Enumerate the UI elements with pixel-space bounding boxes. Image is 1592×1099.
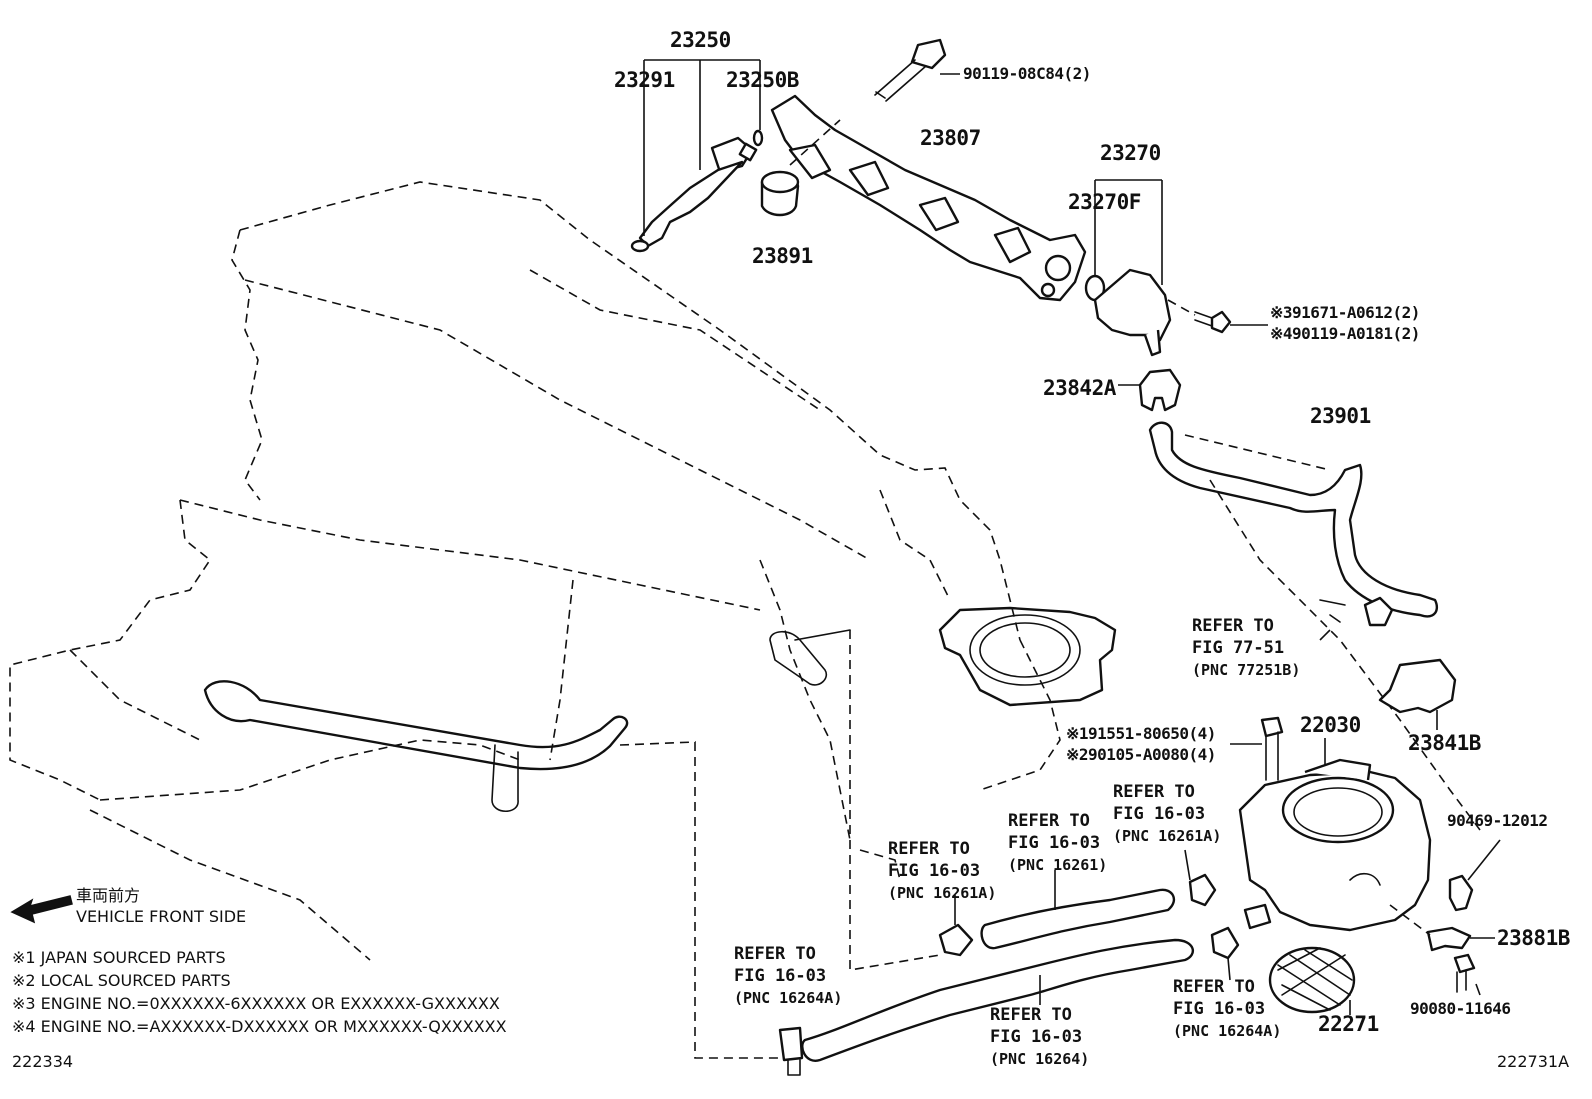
throttle-body: [1238, 738, 1432, 932]
water-hoses: [778, 849, 1240, 1076]
reference-pnc: (PNC 16261A): [1113, 827, 1222, 845]
part-number-22271[interactable]: 22271: [1318, 1012, 1379, 1036]
reference-fig-16-03-c[interactable]: REFER TO FIG 16-03 (PNC 16261A): [1113, 781, 1221, 847]
reference-fig-16-03-b[interactable]: REFER TO FIG 16-03 (PNC 16261): [1008, 810, 1107, 876]
reference-line1: REFER TO: [1192, 616, 1274, 636]
bolt-90080: [1453, 953, 1481, 996]
part-number-90119-A0181[interactable]: ※490119-A0181(2): [1270, 324, 1420, 343]
reference-fig-16-03-d[interactable]: REFER TO FIG 16-03 (PNC 16264A): [734, 943, 842, 1009]
part-number-23291[interactable]: 23291: [614, 68, 675, 92]
fuel-delivery-pipe: [770, 94, 1087, 302]
hose-clip-90469: [1448, 839, 1501, 912]
reference-line1: REFER TO: [734, 944, 816, 964]
part-number-23270[interactable]: 23270: [1100, 141, 1161, 165]
reference-line2: FIG 16-03: [1008, 833, 1101, 853]
reference-pnc: (PNC 16261): [1008, 856, 1108, 874]
engine-outline: [9, 181, 1061, 971]
hose-clip-23842A: [1118, 368, 1182, 412]
reference-line2: FIG 16-03: [990, 1027, 1083, 1047]
reference-line1: REFER TO: [888, 839, 970, 859]
reference-fig-77-51[interactable]: REFER TO FIG 77-51 (PNC 77251B): [1192, 615, 1300, 681]
part-number-23270F[interactable]: 23270F: [1068, 190, 1141, 214]
part-number-23250[interactable]: 23250: [670, 28, 731, 52]
illustration-code-left: 222334: [12, 1052, 74, 1071]
throttle-body-bolt: [1230, 716, 1284, 781]
direction-label-en: VEHICLE FRONT SIDE: [76, 907, 247, 926]
reference-line1: REFER TO: [990, 1005, 1072, 1025]
fuel-injector: [630, 59, 764, 253]
part-number-23842A[interactable]: 23842A: [1043, 376, 1116, 400]
reference-line2: FIG 16-03: [1113, 804, 1206, 824]
reference-line1: REFER TO: [1173, 977, 1255, 997]
arrow-left-icon: [10, 895, 73, 924]
footnotes: ※1 JAPAN SOURCED PARTS ※2 LOCAL SOURCED …: [12, 946, 507, 1038]
reference-line2: FIG 16-03: [734, 966, 827, 986]
bolt-90119-08C84: [874, 38, 960, 102]
insulator: [760, 170, 800, 217]
part-number-23807[interactable]: 23807: [920, 126, 981, 150]
part-number-23250B[interactable]: 23250B: [726, 68, 799, 92]
part-number-23901[interactable]: 23901: [1310, 404, 1371, 428]
footnote-3: ※3 ENGINE NO.=0XXXXXX-6XXXXXX OR EXXXXXX…: [12, 994, 500, 1013]
part-number-90105-A0080[interactable]: ※290105-A0080(4): [1066, 745, 1216, 764]
fuel-hose-23901: [1148, 421, 1481, 831]
bracket-23881B: [1389, 904, 1495, 952]
part-number-23841B[interactable]: 23841B: [1408, 731, 1481, 755]
reference-line2: FIG 16-03: [888, 861, 981, 881]
fuel-pipe-union: [1084, 179, 1172, 357]
part-number-23881B[interactable]: 23881B: [1497, 926, 1570, 950]
reference-pnc: (PNC 16264A): [1173, 1022, 1282, 1040]
reference-pnc: (PNC 77251B): [1192, 661, 1301, 679]
reference-fig-16-03-f[interactable]: REFER TO FIG 16-03 (PNC 16264A): [1173, 976, 1281, 1042]
bracket-23841B: [1378, 658, 1457, 730]
part-number-22030[interactable]: 22030: [1300, 713, 1361, 737]
illustration-code-right: 222731A: [1497, 1052, 1570, 1071]
reference-line2: FIG 77-51: [1192, 638, 1285, 658]
reference-pnc: (PNC 16264): [990, 1050, 1090, 1068]
footnote-4: ※4 ENGINE NO.=AXXXXXX-DXXXXXX OR MXXXXXX…: [12, 1017, 507, 1036]
reference-pnc: (PNC 16264A): [734, 989, 843, 1007]
reference-fig-16-03-e[interactable]: REFER TO FIG 16-03 (PNC 16264): [990, 1004, 1089, 1070]
throttle-body-gasket: [1268, 946, 1356, 1015]
part-number-91671-A0612[interactable]: ※391671-A0612(2): [1270, 303, 1420, 322]
reference-line1: REFER TO: [1113, 782, 1195, 802]
part-number-91551-80650[interactable]: ※191551-80650(4): [1066, 724, 1216, 743]
footnote-1: ※1 JAPAN SOURCED PARTS: [12, 948, 226, 967]
reference-line1: REFER TO: [1008, 811, 1090, 831]
reference-pnc: (PNC 16261A): [888, 884, 997, 902]
part-number-90119-08C84[interactable]: 90119-08C84(2): [963, 64, 1091, 83]
union-bolt: [1167, 299, 1268, 334]
intake-flange: [769, 606, 1117, 707]
footnote-2: ※2 LOCAL SOURCED PARTS: [12, 971, 231, 990]
direction-label-jp: 車両前方: [76, 886, 141, 905]
part-number-90469-12012[interactable]: 90469-12012: [1447, 811, 1548, 830]
reference-fig-16-03-a[interactable]: REFER TO FIG 16-03 (PNC 16261A): [888, 838, 996, 904]
part-number-90080-11646[interactable]: 90080-11646: [1410, 999, 1511, 1018]
part-number-23891[interactable]: 23891: [752, 244, 813, 268]
coolant-pipe-left: [203, 680, 790, 1059]
reference-line2: FIG 16-03: [1173, 999, 1266, 1019]
